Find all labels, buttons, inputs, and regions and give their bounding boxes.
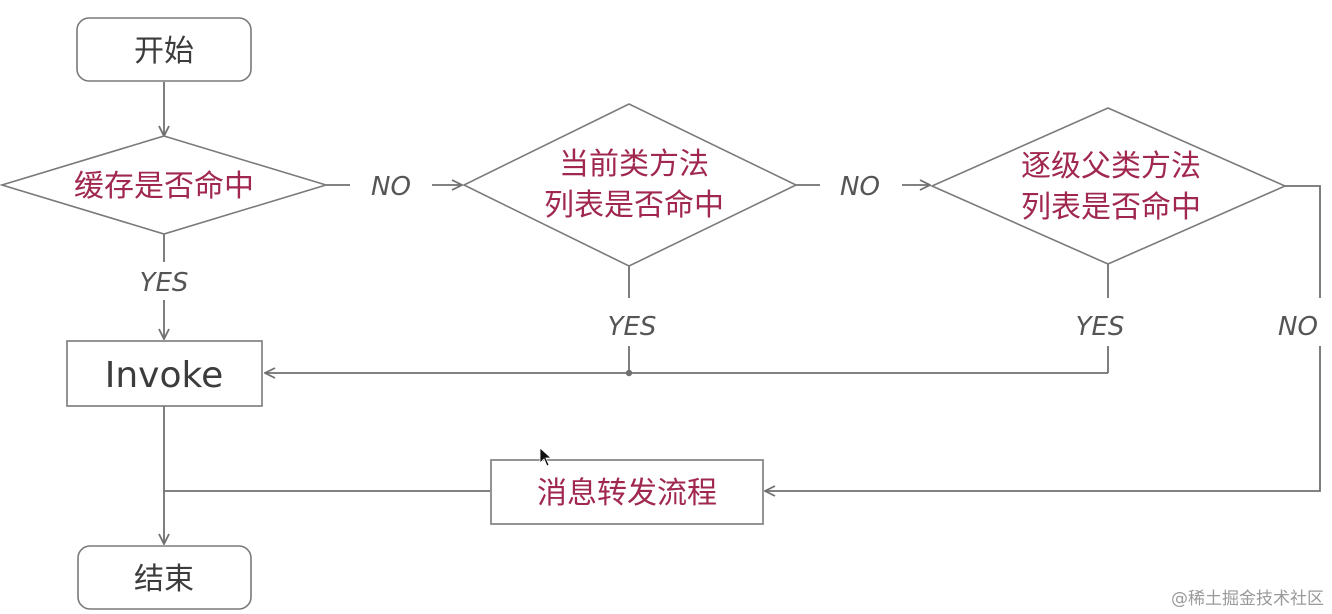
edge-label-cache-no: NO xyxy=(371,172,411,202)
line-parent-no-top xyxy=(1285,185,1321,298)
forwarding-node: 消息转发流程 xyxy=(490,459,764,525)
start-label: 开始 xyxy=(134,34,194,69)
cache-label: 缓存是否命中 xyxy=(74,169,254,204)
edge-label-current-no: NO xyxy=(840,172,880,202)
end-label: 结束 xyxy=(134,562,194,597)
forwarding-box xyxy=(490,459,764,525)
edge-label-parent-yes: YES xyxy=(1076,312,1125,342)
parent-method-decision: 逐级父类方法 列表是否命中 xyxy=(930,107,1287,265)
invoke-box xyxy=(66,340,263,407)
invoke-label: Invoke xyxy=(105,355,223,396)
forwarding-label: 消息转发流程 xyxy=(537,476,717,511)
cache-decision: 缓存是否命中 xyxy=(0,135,329,235)
edge-label-cache-yes: YES xyxy=(140,268,189,298)
end-node: 结束 xyxy=(77,545,252,610)
current-method-diamond xyxy=(462,103,798,267)
start-box xyxy=(76,17,252,82)
parent-method-label-line2: 列表是否命中 xyxy=(1021,190,1201,225)
current-method-decision: 当前类方法 列表是否命中 xyxy=(462,103,798,267)
cache-diamond xyxy=(0,135,329,235)
edge-label-current-yes: YES xyxy=(608,312,657,342)
watermark: @稀土掘金技术社区 xyxy=(1171,589,1324,609)
arrow-parent-no-to-forwarding xyxy=(765,346,1321,491)
current-method-label-line1: 当前类方法 xyxy=(559,147,709,182)
end-box xyxy=(77,545,252,610)
parent-method-diamond xyxy=(930,107,1287,265)
edge-label-parent-no: NO xyxy=(1278,312,1318,342)
start-node: 开始 xyxy=(76,17,252,82)
mouse-cursor-icon xyxy=(539,447,553,467)
parent-method-label-line1: 逐级父类方法 xyxy=(1021,149,1201,184)
invoke-node: Invoke xyxy=(66,340,263,407)
connectors xyxy=(164,82,1321,544)
current-method-label-line2: 列表是否命中 xyxy=(544,188,724,223)
